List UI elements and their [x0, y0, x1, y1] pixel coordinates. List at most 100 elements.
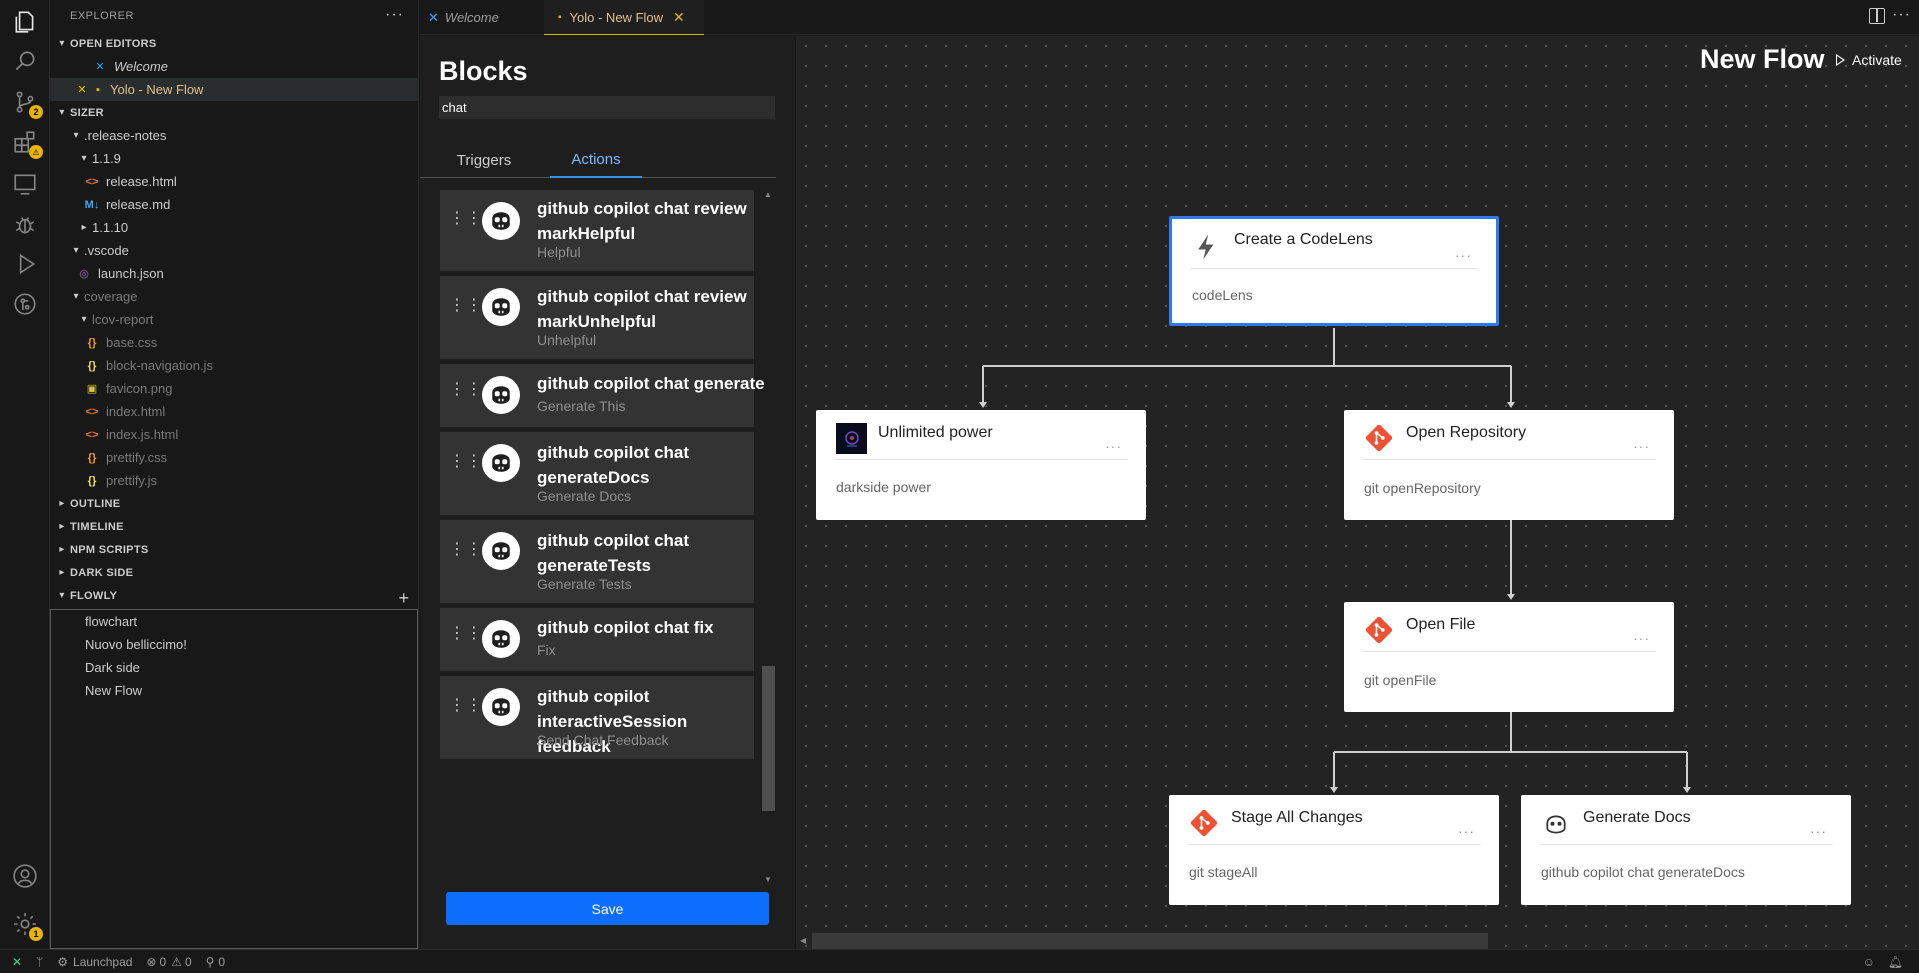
blocks-scrollbar[interactable]: ▲ ▼ [760, 190, 775, 886]
copilot-status-icon[interactable]: ☺ [1862, 954, 1875, 969]
tab-yolo-new-flow[interactable]: ▪ Yolo - New Flow ✕ [544, 0, 704, 35]
block-card[interactable]: ⋮⋮ github copilot chat fix Fix [440, 608, 754, 671]
block-subtitle: Generate Docs [537, 488, 632, 504]
run-debug-icon[interactable] [11, 250, 39, 278]
notifications-bell-icon[interactable]: 🔔︎ [1887, 954, 1903, 969]
node-menu-icon[interactable]: ··· [1810, 823, 1827, 839]
block-card[interactable]: ⋮⋮ github copilot chat review markUnhelp… [440, 276, 754, 359]
open-editors-header[interactable]: ▾OPEN EDITORS [50, 32, 418, 55]
block-card[interactable]: ⋮⋮ github copilot chat generate Generate… [440, 364, 765, 427]
tree-folder[interactable]: ▾.vscode [50, 239, 418, 262]
flow-node-unlimited-power[interactable]: Unlimited power ··· darkside power [816, 410, 1146, 520]
save-button[interactable]: Save [446, 892, 769, 925]
flow-node-generate-docs[interactable]: Generate Docs ··· github copilot chat ge… [1521, 795, 1851, 905]
css-file-icon: {} [87, 336, 97, 349]
tree-file[interactable]: {}prettify.js [50, 469, 418, 492]
drag-handle-icon[interactable]: ⋮⋮ [449, 297, 483, 314]
drag-handle-icon[interactable]: ⋮⋮ [449, 381, 483, 398]
flowly-item[interactable]: flowchart [85, 614, 138, 629]
tab-welcome[interactable]: ✕ Welcome [428, 0, 540, 35]
drag-handle-icon[interactable]: ⋮⋮ [449, 453, 483, 470]
tree-file[interactable]: <>release.html [50, 170, 418, 193]
tree-folder[interactable]: ▾coverage [50, 285, 418, 308]
tree-file[interactable]: <>index.js.html [50, 423, 418, 446]
scroll-left-icon[interactable]: ◀ [800, 936, 807, 945]
close-icon[interactable]: ✕ [77, 84, 87, 96]
node-menu-icon[interactable]: ··· [1633, 630, 1650, 646]
close-tab-icon[interactable]: ✕ [673, 8, 685, 25]
npm-scripts-header[interactable]: ▸NPM SCRIPTS [50, 538, 418, 561]
explorer-icon[interactable] [11, 8, 39, 36]
open-editor-flow[interactable]: ✕ ▪ Yolo - New Flow [50, 78, 418, 101]
extensions-icon[interactable]: ⚠ [11, 128, 43, 159]
block-card[interactable]: ⋮⋮ github copilot chat review markHelpfu… [440, 190, 754, 271]
more-actions-icon[interactable]: ··· [1892, 6, 1911, 23]
account-icon[interactable] [11, 862, 39, 890]
outline-header[interactable]: ▸OUTLINE [50, 492, 418, 515]
tree-label: base.css [106, 335, 158, 350]
scroll-up-icon[interactable]: ▲ [764, 190, 772, 199]
timeline-header[interactable]: ▸TIMELINE [50, 515, 418, 538]
tree-file[interactable]: M↓release.md [50, 193, 418, 216]
tree-file[interactable]: <>index.html [50, 400, 418, 423]
flow-node-codelens[interactable]: Create a CodeLens ··· codeLens [1169, 216, 1499, 326]
tab-triggers[interactable]: Triggers [456, 151, 512, 169]
block-card[interactable]: ⋮⋮ github copilot chat generateDocs Gene… [440, 432, 754, 515]
tree-file[interactable]: ▣favicon.png [50, 377, 418, 400]
split-editor-icon[interactable] [1869, 8, 1885, 24]
bug-icon[interactable] [11, 210, 39, 238]
node-menu-icon[interactable]: ··· [1458, 823, 1475, 839]
node-menu-icon[interactable]: ··· [1105, 438, 1122, 454]
tree-file[interactable]: {}prettify.css [50, 446, 418, 469]
tab-actions[interactable]: Actions [550, 142, 642, 178]
remote-icon[interactable]: ✕ [12, 954, 23, 969]
problems-item[interactable]: ⊗0 ⚠0 [146, 955, 191, 969]
flowly-item[interactable]: New Flow [85, 683, 143, 698]
drag-handle-icon[interactable]: ⋮⋮ [449, 541, 483, 558]
project-header[interactable]: ▾SIZER [50, 101, 418, 124]
tree-file[interactable]: {}block-navigation.js [50, 354, 418, 377]
block-card[interactable]: ⋮⋮ github copilot chat generateTests Gen… [440, 520, 754, 603]
activate-button[interactable]: Activate [1836, 52, 1902, 68]
flow-node-open-file[interactable]: Open File ··· git openFile [1344, 602, 1674, 712]
tree-folder[interactable]: ▾.release-notes [50, 124, 418, 147]
drag-handle-icon[interactable]: ⋮⋮ [449, 210, 483, 227]
remote-explorer-icon[interactable] [11, 170, 39, 198]
scroll-down-icon[interactable]: ▼ [764, 875, 772, 884]
settings-gear-icon[interactable]: 1 [11, 910, 43, 941]
tree-folder[interactable]: ▾1.1.9 [50, 147, 418, 170]
block-card[interactable]: ⋮⋮ github copilot interactiveSession fee… [440, 676, 754, 759]
tree-folder[interactable]: ▸1.1.10 [50, 216, 418, 239]
drag-handle-icon[interactable]: ⋮⋮ [449, 625, 483, 642]
flowly-item[interactable]: Nuovo belliccimo! [85, 637, 187, 652]
branch-icon[interactable]: ᛘ [36, 954, 44, 969]
drag-handle-icon[interactable]: ⋮⋮ [449, 697, 483, 714]
tree-folder[interactable]: ▾lcov-report [50, 308, 418, 331]
node-menu-icon[interactable]: ··· [1455, 247, 1472, 263]
more-actions-icon[interactable]: ··· [385, 6, 404, 23]
flowly-item[interactable]: Dark side [85, 660, 140, 675]
flowly-header[interactable]: ▾FLOWLY [50, 584, 418, 607]
ports-item[interactable]: ⚲0 [206, 955, 225, 969]
tree-file[interactable]: {} base.css [50, 331, 418, 354]
add-flow-icon[interactable]: + [398, 588, 409, 608]
blocks-search-input[interactable] [439, 96, 775, 119]
copilot-icon [482, 202, 520, 240]
open-editor-welcome[interactable]: ✕ Welcome [50, 55, 418, 78]
git-graph-icon[interactable] [11, 290, 39, 318]
chevron-down-icon: ▾ [81, 153, 87, 164]
node-menu-icon[interactable]: ··· [1633, 438, 1650, 454]
flow-canvas[interactable]: New Flow Activate Create a CodeLens ··· … [796, 36, 1919, 949]
search-icon[interactable] [11, 47, 39, 75]
source-control-icon[interactable]: 2 [11, 88, 43, 119]
tree-file[interactable]: ◎launch.json [50, 262, 418, 285]
play-icon [1836, 54, 1845, 66]
scrollbar-thumb[interactable] [762, 666, 775, 811]
launchpad-item[interactable]: ⚙Launchpad [57, 955, 132, 969]
chevron-right-icon: ▸ [59, 544, 65, 555]
canvas-horizontal-scrollbar[interactable] [812, 933, 1488, 949]
flow-node-stage-all[interactable]: Stage All Changes ··· git stageAll [1169, 795, 1499, 905]
dark-side-header[interactable]: ▸DARK SIDE [50, 561, 418, 584]
flow-node-open-repository[interactable]: Open Repository ··· git openRepository [1344, 410, 1674, 520]
chevron-down-icon: ▾ [81, 314, 87, 325]
